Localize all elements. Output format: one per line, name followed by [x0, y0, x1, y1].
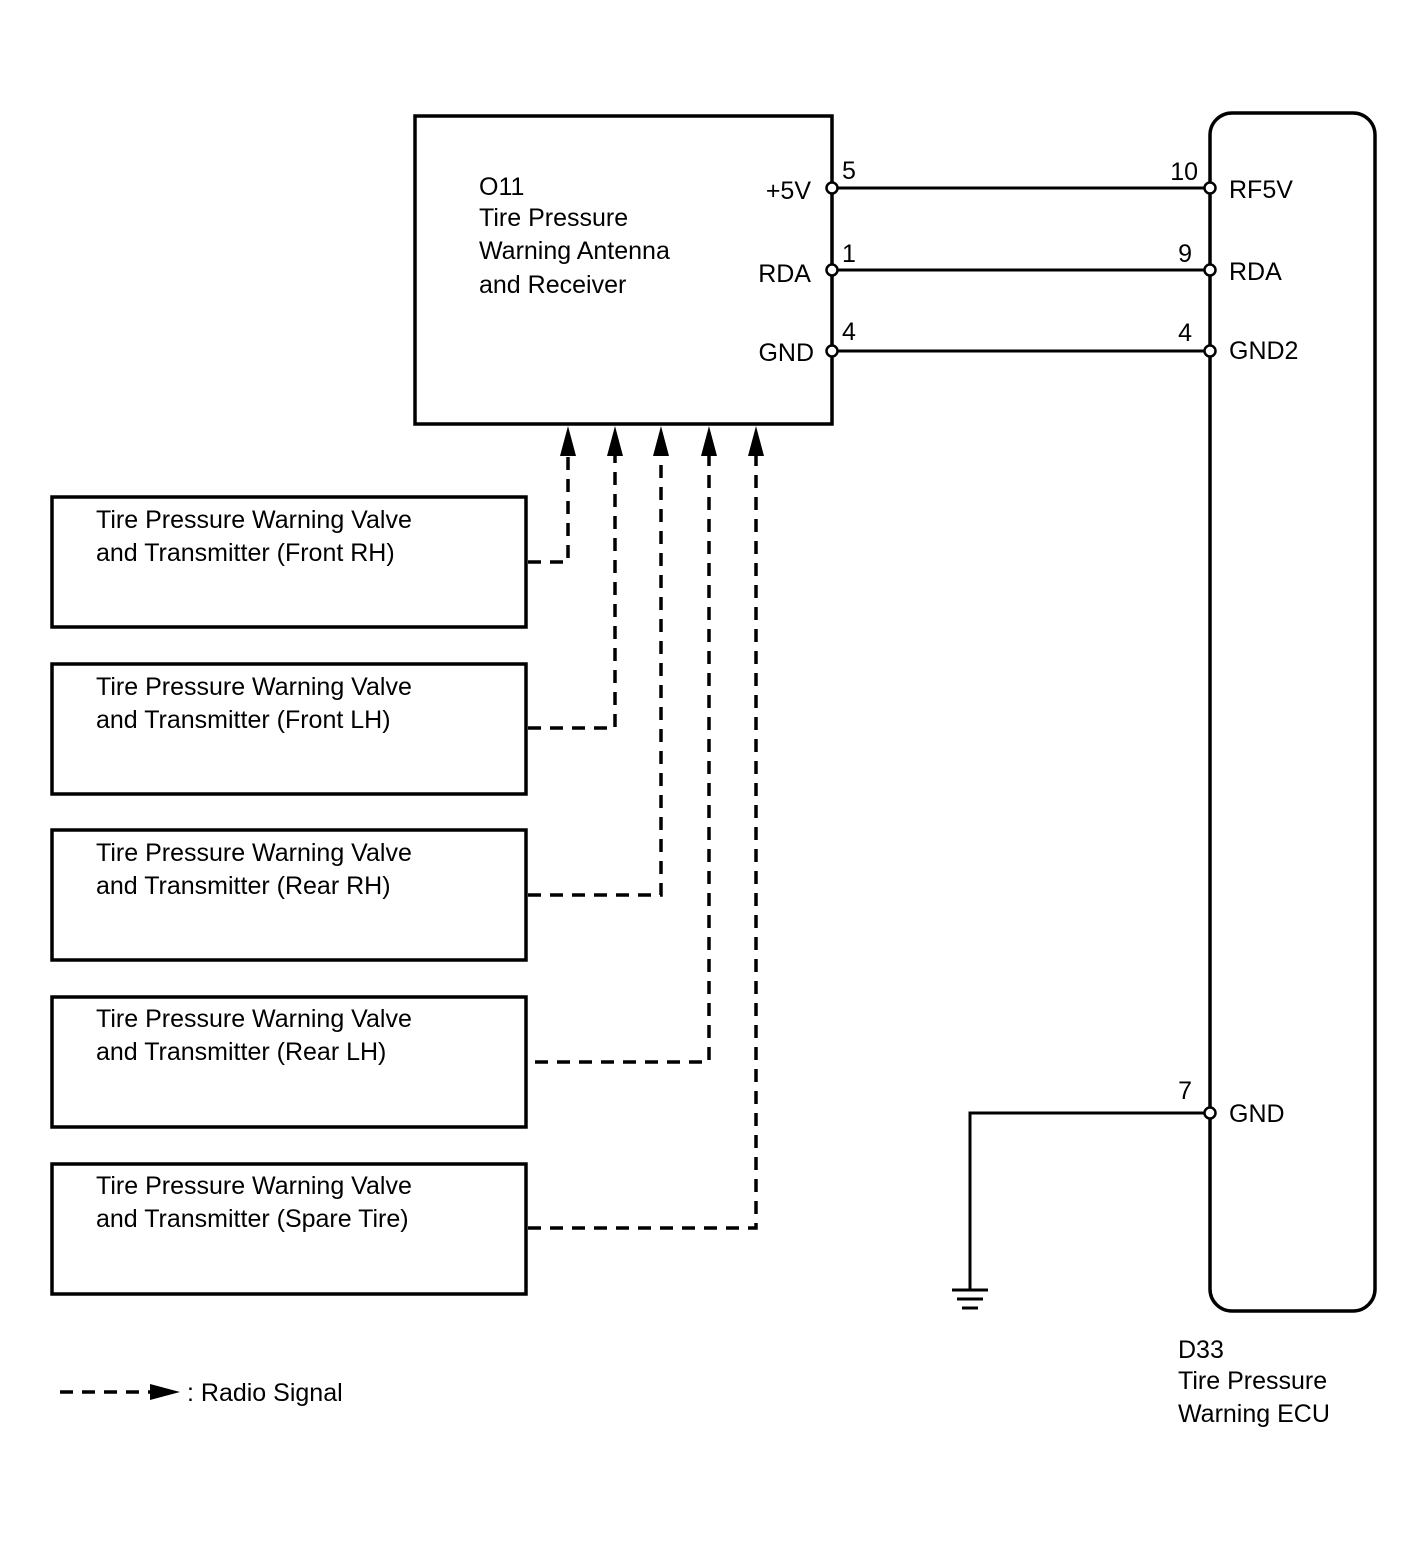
receiver-pin-number-1: 1	[842, 240, 856, 268]
receiver-pin-number-5: 5	[842, 157, 856, 185]
arrow-up-icon	[701, 426, 717, 456]
transmitter-box	[50, 662, 528, 796]
receiver-pin-label-gnd: GND	[758, 339, 814, 367]
terminal-ecu-10	[1203, 181, 1217, 195]
arrow-up-icon	[748, 426, 764, 456]
terminal-receiver-4	[825, 344, 839, 358]
transmitter-line2: and Transmitter (Spare Tire)	[96, 1205, 409, 1233]
ecu-pin-number-9: 9	[1178, 240, 1192, 268]
receiver-name-line2: Warning Antenna	[479, 237, 670, 265]
arrow-up-icon	[653, 426, 669, 456]
transmitter-line1: Tire Pressure Warning Valve	[96, 673, 412, 701]
transmitter-box	[50, 995, 528, 1129]
ecu-component: RF5V RDA GND2 GND 10 9 4 7 D33 Tire Pres…	[1170, 111, 1377, 1428]
transmitter-rear-lh: Tire Pressure Warning Valve and Transmit…	[50, 995, 528, 1129]
legend: : Radio Signal	[60, 1379, 343, 1407]
arrow-up-icon	[560, 426, 576, 456]
receiver-component: O11 Tire Pressure Warning Antenna and Re…	[413, 114, 856, 426]
receiver-name-line3: and Receiver	[479, 271, 626, 299]
radio-path-spare-tire	[528, 452, 758, 1230]
transmitter-spare-tire: Tire Pressure Warning Valve and Transmit…	[50, 1162, 528, 1296]
transmitter-front-rh: Tire Pressure Warning Valve and Transmit…	[50, 495, 528, 629]
receiver-pin-label-rda: RDA	[758, 260, 811, 288]
legend-text: : Radio Signal	[187, 1379, 343, 1407]
transmitter-box	[50, 1162, 528, 1296]
terminal-receiver-5	[825, 181, 839, 195]
ecu-pin-number-4: 4	[1178, 319, 1192, 347]
ecu-name-line2: Warning ECU	[1178, 1400, 1330, 1428]
receiver-name-line1: Tire Pressure	[479, 204, 628, 232]
radio-path-front-lh	[528, 452, 617, 730]
ecu-box	[1208, 111, 1377, 1313]
radio-signal-paths	[528, 426, 764, 1230]
ecu-pin-label-rf5v: RF5V	[1229, 176, 1293, 204]
transmitter-line1: Tire Pressure Warning Valve	[96, 1005, 412, 1033]
ecu-name-line1: Tire Pressure	[1178, 1367, 1327, 1395]
transmitter-box	[50, 495, 528, 629]
wires	[832, 186, 1210, 1289]
terminal-ecu-9	[1203, 263, 1217, 277]
wire-gnd-ground	[968, 1111, 1210, 1289]
terminal-ecu-7	[1203, 1106, 1217, 1120]
transmitter-line1: Tire Pressure Warning Valve	[96, 1172, 412, 1200]
ecu-code: D33	[1178, 1336, 1224, 1364]
transmitter-line2: and Transmitter (Front LH)	[96, 706, 391, 734]
ecu-pin-label-rda: RDA	[1229, 258, 1282, 286]
radio-path-front-rh	[528, 452, 570, 564]
transmitter-front-lh: Tire Pressure Warning Valve and Transmit…	[50, 662, 528, 796]
terminals	[825, 181, 1217, 1120]
transmitter-line2: and Transmitter (Front RH)	[96, 539, 395, 567]
receiver-pin-number-4: 4	[842, 318, 856, 346]
radio-path-rear-lh	[535, 452, 711, 1064]
arrow-up-icon	[607, 426, 623, 456]
transmitter-line1: Tire Pressure Warning Valve	[96, 506, 412, 534]
ground-icon	[952, 1288, 988, 1310]
receiver-code: O11	[479, 173, 524, 201]
ecu-pin-number-10: 10	[1170, 158, 1198, 186]
terminal-ecu-4	[1203, 344, 1217, 358]
terminal-receiver-1	[825, 263, 839, 277]
transmitter-line2: and Transmitter (Rear RH)	[96, 872, 391, 900]
ecu-pin-number-7: 7	[1178, 1077, 1192, 1105]
ecu-pin-label-gnd: GND	[1229, 1100, 1285, 1128]
ecu-pin-label-gnd2: GND2	[1229, 337, 1298, 365]
transmitter-line2: and Transmitter (Rear LH)	[96, 1038, 386, 1066]
radio-path-rear-rh	[528, 452, 663, 897]
transmitter-line1: Tire Pressure Warning Valve	[96, 839, 412, 867]
transmitter-rear-rh: Tire Pressure Warning Valve and Transmit…	[50, 828, 528, 962]
transmitter-box	[50, 828, 528, 962]
receiver-pin-label-5v: +5V	[766, 177, 812, 205]
arrow-right-icon	[150, 1384, 180, 1400]
